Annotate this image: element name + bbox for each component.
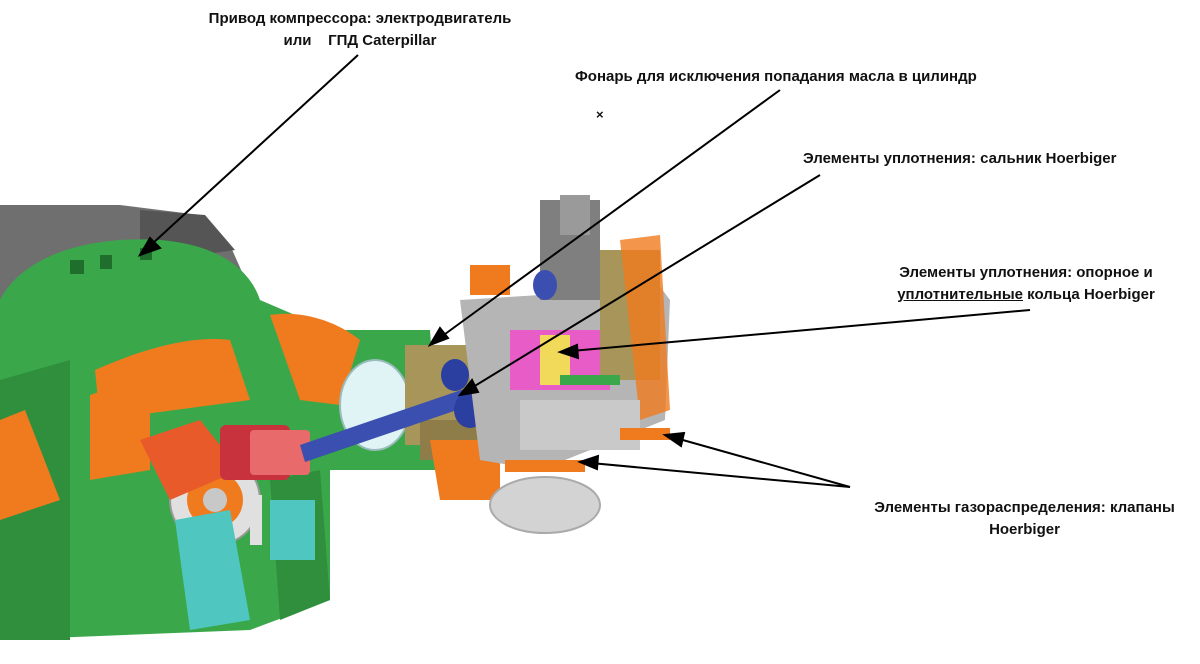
leader-gland xyxy=(459,174,821,396)
label-drive-line2: или ГПД Caterpillar xyxy=(283,32,437,49)
label-drive-line1: Привод компрессора: электродвигатель xyxy=(208,10,512,27)
leader-drive xyxy=(139,54,359,256)
label-valves: Элементы газораспределения: клапаны Hoer… xyxy=(852,497,1197,541)
leader-lantern xyxy=(429,89,781,346)
label-drive: Привод компрессора: электродвигатель или… xyxy=(200,8,520,52)
label-gland: Элементы уплотнения: сальник Hoerbiger xyxy=(803,150,1117,167)
arrowhead-gland xyxy=(457,378,480,397)
label-mark: × xyxy=(596,107,604,122)
leader-valves-1 xyxy=(664,434,851,488)
arrowhead-valves-1 xyxy=(662,431,686,448)
arrowhead-rings xyxy=(557,343,580,360)
label-lantern: Фонарь для исключения попадания масла в … xyxy=(575,68,977,85)
leader-rings xyxy=(559,309,1031,353)
label-rings-line2-rest: кольца Hoerbiger xyxy=(1023,286,1155,303)
label-rings-line2: уплотнительные кольца Hoerbiger xyxy=(866,284,1186,306)
leader-valves-2 xyxy=(579,461,851,488)
label-rings-line1: Элементы уплотнения: опорное и xyxy=(899,264,1153,281)
arrowhead-lantern xyxy=(427,326,450,347)
label-valves-line2: Hoerbiger xyxy=(989,521,1060,538)
arrowhead-drive xyxy=(137,236,162,257)
arrowhead-valves-2 xyxy=(577,454,600,471)
crank-mechanism xyxy=(140,420,315,630)
label-rings: Элементы уплотнения: опорное и уплотните… xyxy=(866,262,1186,306)
label-valves-line1: Элементы газораспределения: клапаны xyxy=(874,499,1175,516)
leader-lines xyxy=(137,54,1031,488)
cylinder xyxy=(460,195,670,534)
label-rings-underlined: уплотнительные xyxy=(897,286,1024,303)
